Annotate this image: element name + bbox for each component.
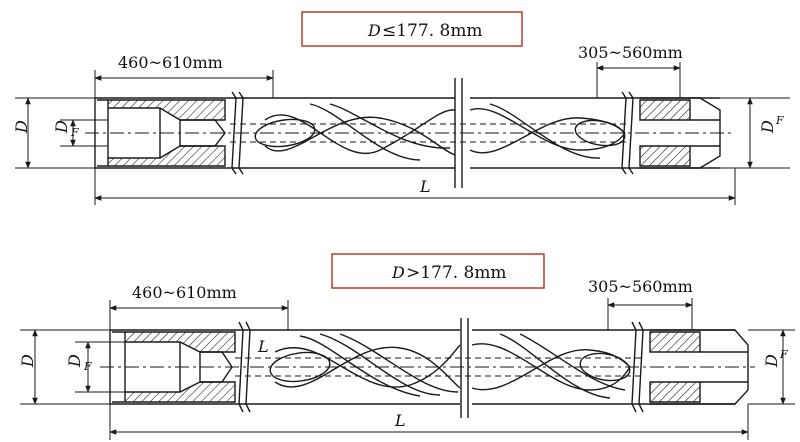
top-dim-DF-right-label: D	[758, 120, 777, 134]
top-condition-symbol: D	[367, 21, 381, 40]
top-dim-DF-left-label: D	[52, 120, 71, 134]
bottom-collar-diagram	[20, 253, 795, 440]
top-dim-DF-right-sub: F	[775, 114, 784, 127]
top-right-range-label: 305~560mm	[578, 43, 683, 62]
top-dim-DF-left-sub: F	[70, 126, 79, 139]
top-condition-box	[301, 11, 523, 47]
bottom-dim-DF-right-sub: F	[779, 348, 788, 361]
top-condition-text: ≤177. 8mm	[382, 21, 483, 41]
bottom-dim-DF-left-label: D	[65, 354, 84, 368]
top-dim-D-label: D	[12, 120, 31, 134]
top-collar-diagram	[15, 11, 790, 205]
bottom-dim-D-label: D	[18, 354, 37, 368]
bottom-right-range-label: 305~560mm	[588, 277, 693, 296]
bottom-dim-DF-right-label: D	[762, 354, 781, 368]
bottom-length-label: L	[394, 411, 406, 430]
top-left-range-label: 460~610mm	[118, 53, 223, 72]
top-length-label: L	[419, 177, 431, 196]
bottom-condition-symbol: D	[391, 263, 405, 282]
bottom-condition-box	[331, 253, 545, 289]
bottom-inner-L-label: L	[257, 337, 269, 356]
bottom-condition-text: >177. 8mm	[406, 263, 507, 283]
top-left-box-hatch	[97, 99, 226, 121]
bottom-dim-DF-left-sub: F	[83, 360, 92, 373]
bottom-left-range-label: 460~610mm	[132, 283, 237, 302]
